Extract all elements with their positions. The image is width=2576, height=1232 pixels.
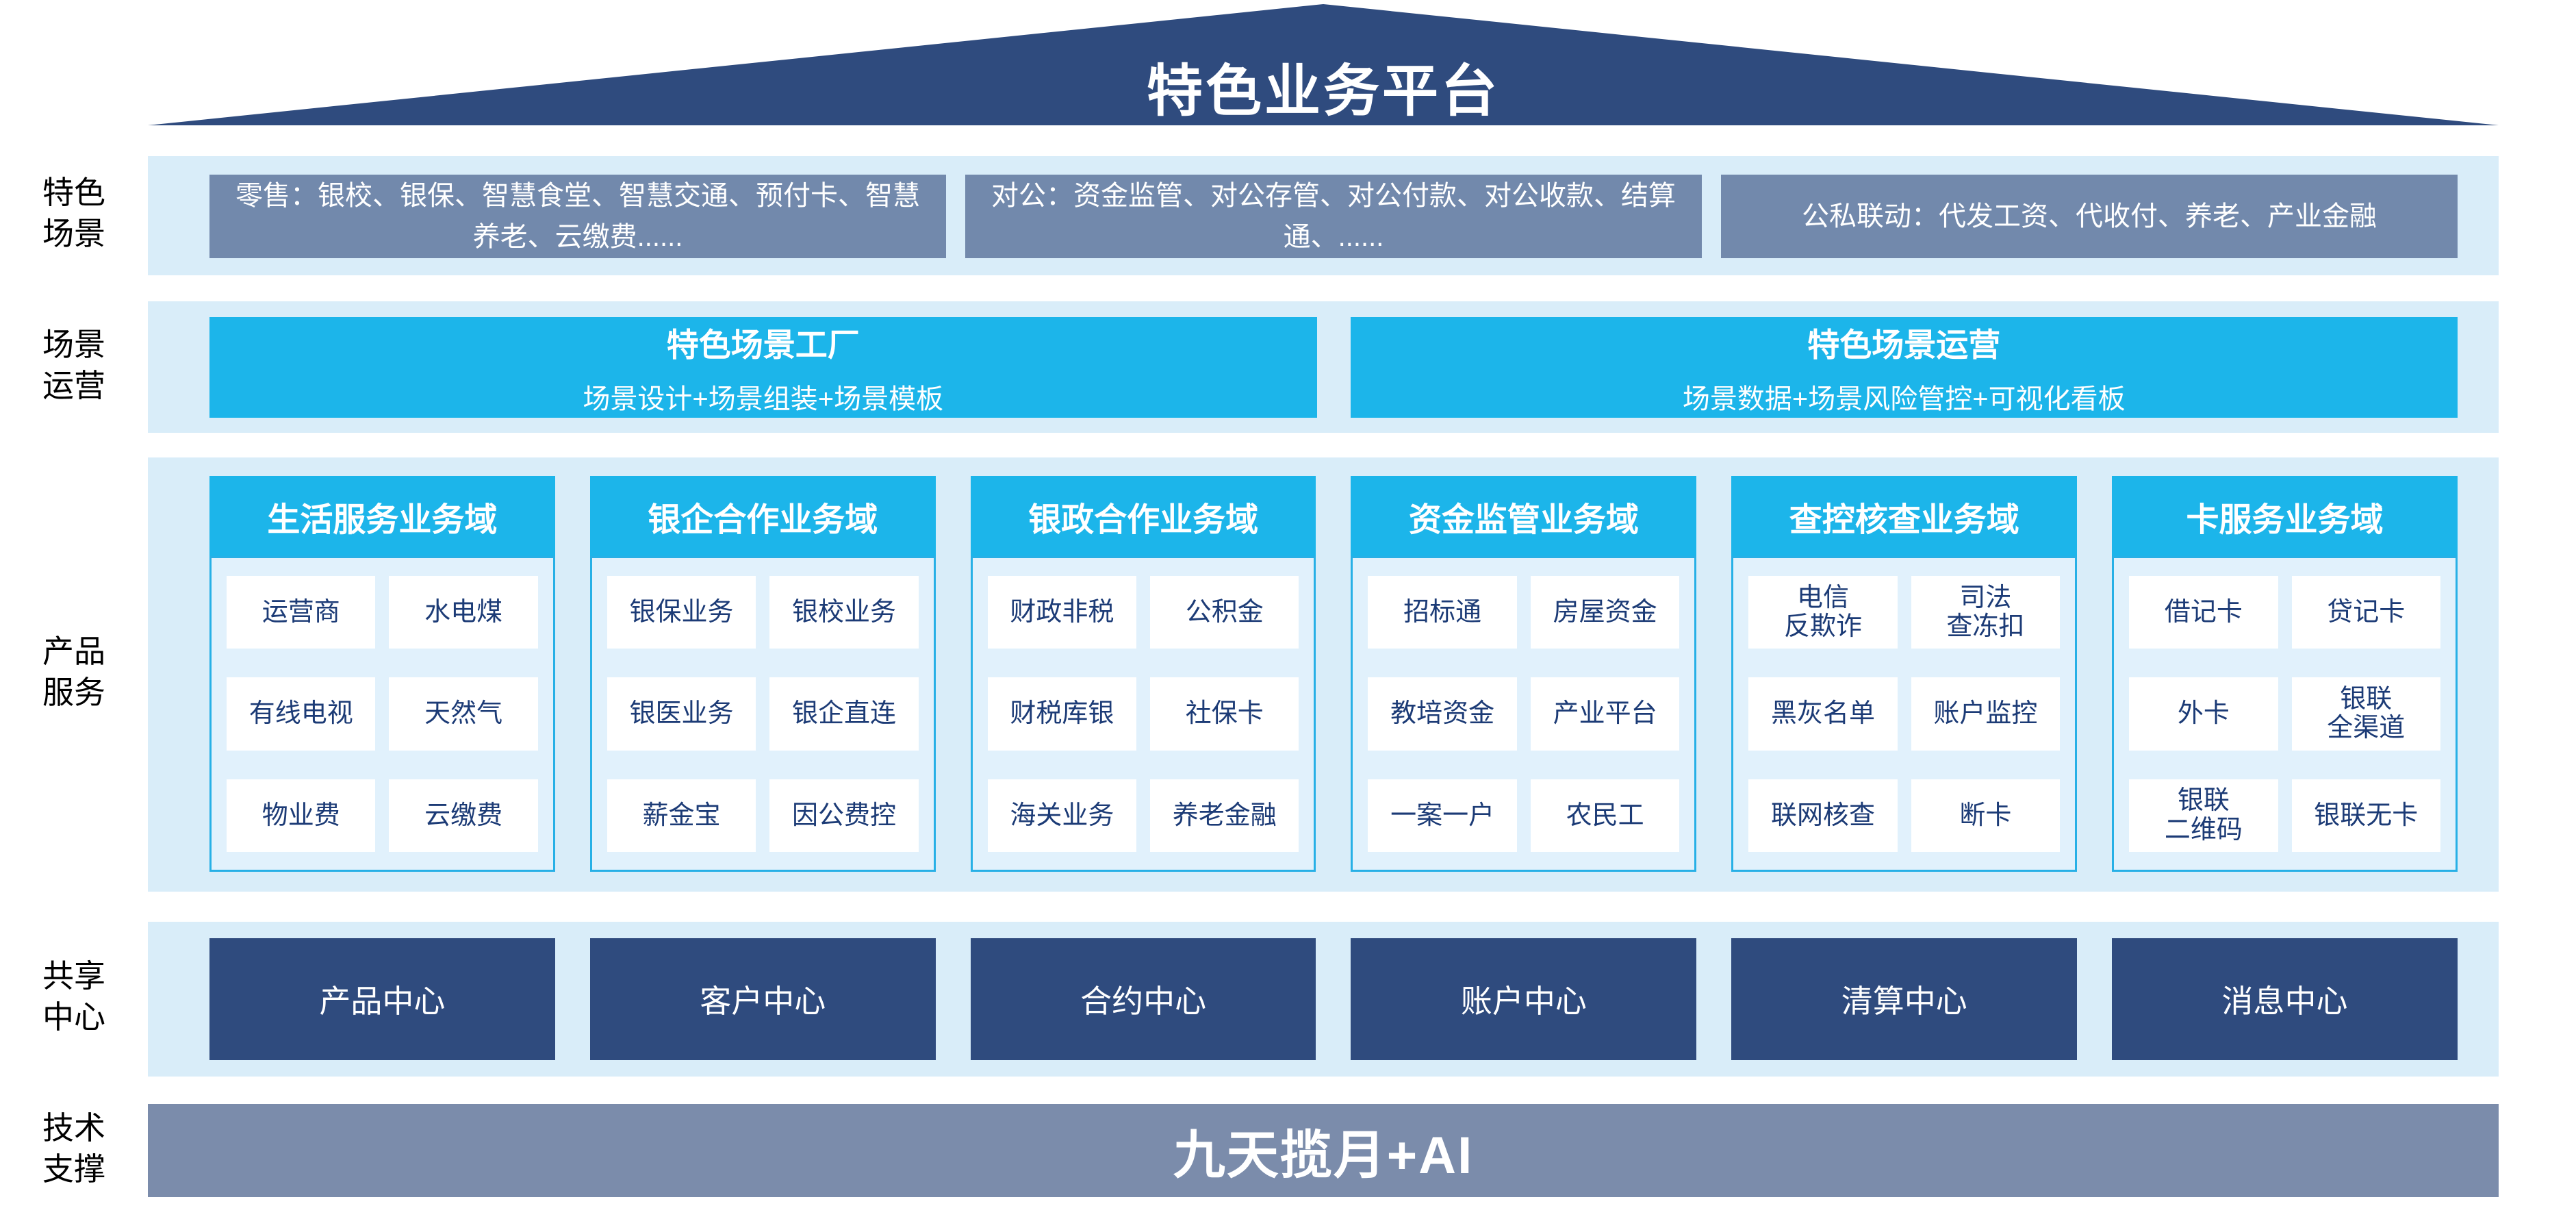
product-cell: 银企直连: [769, 677, 919, 751]
scene-box-retail: 零售：银校、银保、智慧食堂、智慧交通、预付卡、智慧养老、云缴费......: [209, 175, 946, 258]
product-cell: 银联 二维码: [2129, 779, 2278, 852]
product-column-header: 生活服务业务域: [209, 476, 555, 556]
product-band: 生活服务业务域 运营商 水电煤 有线电视 天然气 物业费 云缴费 银企合作业务域…: [148, 457, 2499, 892]
product-column-inquiry-control: 查控核查业务域 电信 反欺诈 司法 查冻扣 黑灰名单 账户监控 联网核查 断卡: [1731, 476, 2078, 872]
operation-box-ops: 特色场景运营 场景数据+场景风险管控+可视化看板: [1350, 317, 2458, 418]
product-cell: 电信 反欺诈: [1748, 576, 1898, 649]
scene-box-corporate: 对公：资金监管、对公存管、对公付款、对公收款、结算通、......: [965, 175, 1702, 258]
tech-band: 九天揽月+AI: [148, 1104, 2499, 1197]
share-band: 产品中心 客户中心 合约中心 账户中心 清算中心 消息中心: [148, 922, 2499, 1077]
product-column-header: 资金监管业务域: [1351, 476, 1697, 556]
product-cell: 教培资金: [1368, 677, 1517, 751]
product-column-body: 电信 反欺诈 司法 查冻扣 黑灰名单 账户监控 联网核查 断卡: [1731, 556, 2078, 872]
product-cell: 一案一户: [1368, 779, 1517, 852]
product-cell: 银医业务: [607, 677, 756, 751]
side-label-scene: 特色 场景: [42, 175, 105, 251]
product-cell: 薪金宝: [607, 779, 756, 852]
product-column-body: 借记卡 贷记卡 外卡 银联 全渠道 银联 二维码 银联无卡: [2112, 556, 2458, 872]
tech-title: 九天揽月+AI: [1173, 1127, 1474, 1185]
product-column-header: 银政合作业务域: [970, 476, 1316, 556]
product-cell: 云缴费: [389, 779, 538, 852]
product-column-fund-supervision: 资金监管业务域 招标通 房屋资金 教培资金 产业平台 一案一户 农民工: [1351, 476, 1697, 872]
left-label-rail: 特色 场景 场景 运营 产品 服务 共享 中心 技术 支撑: [0, 0, 148, 1232]
product-cell: 海关业务: [987, 779, 1137, 852]
product-column-header: 卡服务业务域: [2112, 476, 2458, 556]
side-label-tech: 技术 支撑: [42, 1110, 105, 1187]
product-columns: 生活服务业务域 运营商 水电煤 有线电视 天然气 物业费 云缴费 银企合作业务域…: [209, 476, 2458, 872]
product-cell: 贷记卡: [2291, 576, 2440, 649]
product-cell: 因公费控: [769, 779, 919, 852]
share-center-contract: 合约中心: [970, 938, 1316, 1060]
product-column-bank-government: 银政合作业务域 财政非税 公积金 财税库银 社保卡 海关业务 养老金融: [970, 476, 1316, 872]
product-cell: 财政非税: [987, 576, 1137, 649]
operation-box-factory: 特色场景工厂 场景设计+场景组装+场景模板: [209, 317, 1317, 418]
product-cell: 银校业务: [769, 576, 919, 649]
product-cell: 物业费: [227, 779, 376, 852]
product-cell: 断卡: [1911, 779, 2061, 852]
product-column-life-services: 生活服务业务域 运营商 水电煤 有线电视 天然气 物业费 云缴费: [209, 476, 555, 872]
product-cell: 农民工: [1530, 779, 1680, 852]
roof-triangle-shape: [148, 4, 2499, 125]
operation-box-subtitle: 场景数据+场景风险管控+可视化看板: [1682, 384, 2126, 414]
product-cell: 账户监控: [1911, 677, 2061, 751]
share-center-account: 账户中心: [1351, 938, 1697, 1060]
scene-box-public-private: 公私联动：代发工资、代收付、养老、产业金融: [1721, 175, 2458, 258]
scene-band: 零售：银校、银保、智慧食堂、智慧交通、预付卡、智慧养老、云缴费...... 对公…: [148, 156, 2499, 275]
product-cell: 运营商: [227, 576, 376, 649]
product-column-body: 运营商 水电煤 有线电视 天然气 物业费 云缴费: [209, 556, 555, 872]
product-column-card-services: 卡服务业务域 借记卡 贷记卡 外卡 银联 全渠道 银联 二维码 银联无卡: [2112, 476, 2458, 872]
side-label-operation: 场景 运营: [42, 327, 105, 403]
product-column-body: 招标通 房屋资金 教培资金 产业平台 一案一户 农民工: [1351, 556, 1697, 872]
side-label-product: 产品 服务: [42, 633, 105, 710]
product-cell: 养老金融: [1150, 779, 1299, 852]
product-column-header: 银企合作业务域: [589, 476, 936, 556]
product-cell: 产业平台: [1530, 677, 1680, 751]
product-cell: 招标通: [1368, 576, 1517, 649]
operation-box-subtitle: 场景设计+场景组装+场景模板: [583, 384, 944, 414]
operation-box-title: 特色场景运营: [1807, 327, 2001, 363]
product-cell: 黑灰名单: [1748, 677, 1898, 751]
operation-band: 特色场景工厂 场景设计+场景组装+场景模板 特色场景运营 场景数据+场景风险管控…: [148, 301, 2499, 433]
product-cell: 联网核查: [1748, 779, 1898, 852]
product-cell: 借记卡: [2129, 576, 2278, 649]
product-cell: 公积金: [1150, 576, 1299, 649]
operation-box-title: 特色场景工厂: [666, 327, 860, 363]
product-cell: 银保业务: [607, 576, 756, 649]
product-cell: 水电煤: [389, 576, 538, 649]
platform-title: 特色业务平台: [1146, 60, 1500, 123]
product-cell: 天然气: [389, 677, 538, 751]
product-cell: 银联无卡: [2291, 779, 2440, 852]
product-cell: 司法 查冻扣: [1911, 576, 2061, 649]
diagram-content: 特色业务平台 零售：银校、银保、智慧食堂、智慧交通、预付卡、智慧养老、云缴费..…: [148, 0, 2499, 1232]
product-column-body: 财政非税 公积金 财税库银 社保卡 海关业务 养老金融: [970, 556, 1316, 872]
product-cell: 房屋资金: [1530, 576, 1680, 649]
share-center-clearing: 清算中心: [1731, 938, 2078, 1060]
share-center-message: 消息中心: [2112, 938, 2458, 1060]
product-column-bank-enterprise: 银企合作业务域 银保业务 银校业务 银医业务 银企直连 薪金宝 因公费控: [589, 476, 936, 872]
product-cell: 有线电视: [227, 677, 376, 751]
product-cell: 社保卡: [1150, 677, 1299, 751]
product-cell: 财税库银: [987, 677, 1137, 751]
share-center-customer: 客户中心: [589, 938, 936, 1060]
product-cell: 外卡: [2129, 677, 2278, 751]
product-column-body: 银保业务 银校业务 银医业务 银企直连 薪金宝 因公费控: [589, 556, 936, 872]
share-center-product: 产品中心: [209, 938, 555, 1060]
product-column-header: 查控核查业务域: [1731, 476, 2078, 556]
platform-roof: 特色业务平台: [148, 0, 2499, 130]
product-cell: 银联 全渠道: [2291, 677, 2440, 751]
side-label-share: 共享 中心: [42, 958, 105, 1035]
